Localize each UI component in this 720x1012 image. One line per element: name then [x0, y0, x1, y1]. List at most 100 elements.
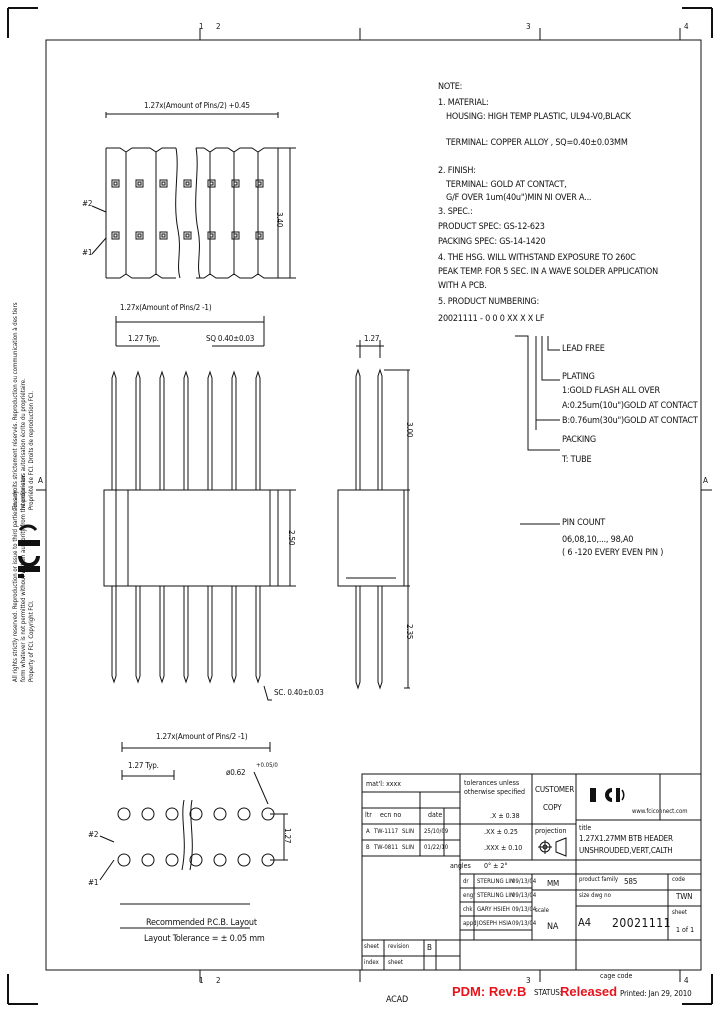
rev-a-ecn: TW-1117 — [374, 828, 399, 835]
chk-date: 09/13/04 — [512, 906, 537, 913]
scale-label: scale — [535, 907, 549, 914]
copyright-line-1: All rights strictly reserved. Reproducti… — [12, 490, 19, 682]
sheet-label: sheet — [672, 909, 687, 916]
copyright-line-5: interdite sans autorisation écrite du pr… — [20, 378, 27, 510]
zone-top-1: 1 — [199, 22, 204, 31]
status-value: Released — [560, 984, 618, 999]
packing-option-t: T: TUBE — [562, 455, 592, 465]
engr-date: 09/13/04 — [512, 892, 537, 899]
note-3-product-spec: PRODUCT SPEC: GS-12-623 — [438, 222, 545, 232]
rev-b-dr: SLIN — [402, 844, 415, 851]
note-4: 4. THE HSG. WILL WITHSTAND EXPOSURE TO 2… — [438, 253, 636, 263]
pcb-pitch-dim: 1.27 Typ. — [128, 761, 159, 770]
top-row-2-label: #2 — [82, 199, 93, 208]
rev-ecn-header: ecn no — [380, 811, 402, 819]
engr-name: STERLING LIN — [477, 892, 515, 899]
plating-title: PLATING — [562, 372, 595, 382]
revision-label: revision — [388, 943, 410, 950]
chk-label: chk — [463, 906, 473, 913]
rev-b-ltr: B — [366, 844, 370, 851]
pcb-total-dim: 1.27x(Amount of Pins/2 -1) — [156, 732, 248, 741]
front-pitch-total-dim: 1.27x(Amount of Pins/2 -1) — [120, 303, 212, 312]
front-pitch-dim: 1.27 Typ. — [128, 334, 159, 343]
tolerance-line-2: otherwise specified — [464, 788, 526, 796]
note-2: 2. FINISH: — [438, 166, 476, 176]
note-4-line-2: PEAK TEMP. FOR 5 SEC. IN A WAVE SOLDER A… — [438, 267, 658, 277]
zone-bottom-1: 1 — [199, 976, 204, 985]
rev-a-ltr: A — [366, 828, 370, 835]
sheet-index-label-1: sheet — [364, 943, 379, 950]
dr-name: STERLING LIN — [477, 878, 515, 885]
tolerance-angles: 0° ± 2° — [484, 862, 508, 870]
note-4-line-3: WITH A PCB. — [438, 281, 487, 291]
tolerance-xx: .XX ± 0.25 — [484, 828, 518, 836]
rev-a-date: 25/10/09 — [424, 828, 449, 835]
zone-left-a: A — [38, 476, 43, 485]
code-label: code — [672, 876, 686, 883]
front-sc-dim: SC. 0.40±0.03 — [274, 688, 324, 697]
pin-count-values: 06,08,10,..., 98,A0 — [562, 535, 634, 545]
tolerance-x: .X ± 0.38 — [490, 812, 520, 820]
rev-b-date: 01/22/10 — [424, 844, 449, 851]
appd-date: 09/13/04 — [512, 920, 537, 927]
zone-top-2: 2 — [216, 22, 221, 31]
top-width-dim: 1.27x(Amount of Pins/2) +0.45 — [144, 101, 250, 110]
zone-bottom-2: 2 — [216, 976, 221, 985]
pcb-row-2-label: #2 — [88, 830, 99, 839]
copyright-notice: All rights strictly reserved. Reproducti… — [10, 70, 36, 690]
product-family-value: 585 — [624, 877, 638, 886]
pin-count-title: PIN COUNT — [562, 518, 606, 528]
drawing-number: 20021111 — [612, 916, 671, 930]
note-1: 1. MATERIAL: — [438, 98, 489, 108]
rev-ltr-header: ltr — [365, 811, 372, 819]
front-sq-dim: SQ 0.40±0.03 — [206, 334, 255, 343]
note-3: 3. SPEC.: — [438, 207, 473, 217]
sheet-value: 1 of 1 — [676, 926, 695, 934]
note-2-plating: G/F OVER 1um(40u")MIN NI OVER A... — [446, 193, 592, 203]
front-body-height-dim: 2.50 — [287, 530, 296, 546]
zone-top-4: 4 — [684, 22, 689, 31]
title-line-2: UNSHROUDED,VERT,CALTH — [579, 846, 673, 855]
dr-label: dr — [463, 878, 469, 885]
product-family-label: product family — [579, 876, 619, 883]
tolerance-xxx: .XXX ± 0.10 — [484, 844, 523, 852]
part-number-code: 20021111 - 0 0 0 XX X X LF — [438, 314, 545, 324]
rev-date-header: date — [428, 811, 443, 819]
projection-label: projection — [535, 827, 567, 835]
note-3-packing-spec: PACKING SPEC: GS-14-1420 — [438, 237, 546, 247]
printed-date: Printed: Jan 29, 2010 — [620, 989, 692, 998]
appd-label: appd — [463, 920, 477, 927]
zone-right-a: A — [703, 476, 708, 485]
zone-bottom-4: 4 — [684, 976, 689, 985]
pcb-hole-tolerance: +0.05/0 — [256, 762, 278, 769]
plating-option-1: 1:GOLD FLASH ALL OVER — [562, 386, 660, 396]
website: www.fciconnect.com — [632, 808, 688, 815]
code-value: TWN — [676, 892, 693, 901]
title-label: title — [579, 824, 592, 832]
copyright-line-6: Propriété de FCI. Droits de reproduction… — [28, 391, 35, 510]
material-field: mat'l: xxxx — [366, 780, 401, 788]
units: MM — [547, 879, 560, 888]
revision-value: B — [427, 943, 432, 952]
packing-title: PACKING — [562, 435, 596, 445]
pdm-revision: PDM: Rev:B — [452, 984, 527, 999]
top-row-1-label: #1 — [82, 248, 93, 257]
side-lower-pin-dim: 2.35 — [405, 624, 414, 640]
size-value: A4 — [578, 916, 592, 929]
copy-label: COPY — [543, 803, 562, 812]
cage-code-label: cage code — [600, 972, 633, 980]
lead-free-label: LEAD FREE — [562, 344, 605, 354]
note-1-terminal: TERMINAL: COPPER ALLOY , SQ=0.40±0.03MM — [446, 138, 628, 148]
pcb-row-pitch-dim: 1.27 — [283, 828, 292, 844]
size-dwg-label: size dwg no — [579, 892, 611, 899]
note-2-terminal: TERMINAL: GOLD AT CONTACT, — [446, 180, 567, 190]
tolerance-angles-label: angles — [450, 862, 471, 870]
pcb-row-1-label: #1 — [88, 878, 99, 887]
status-label: STATUS: — [534, 988, 562, 997]
zone-bottom-3: 3 — [526, 976, 531, 985]
tolerance-line-1: tolerances unless — [464, 779, 520, 787]
dr-date: 09/13/04 — [512, 878, 537, 885]
side-pitch-dim: 1.27 — [364, 334, 380, 343]
pin-count-range: ( 6 -120 EVERY EVEN PIN ) — [562, 548, 664, 558]
